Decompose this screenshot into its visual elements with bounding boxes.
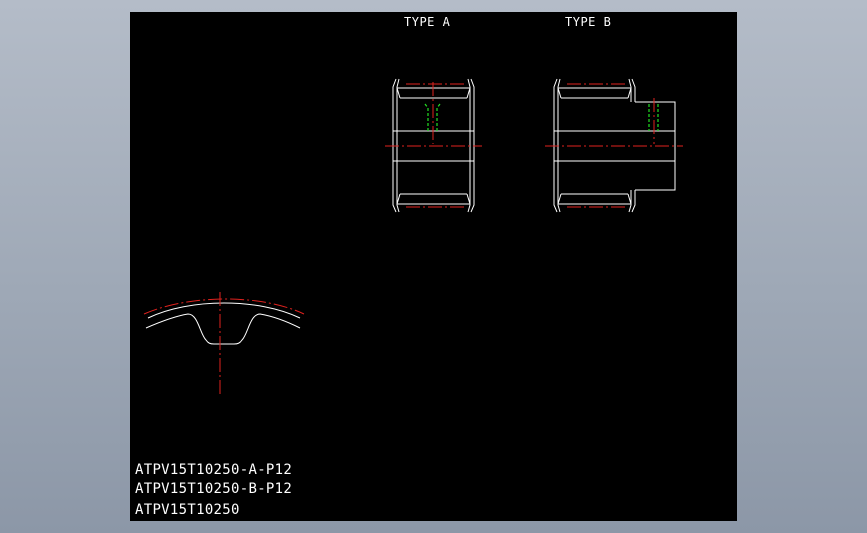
type-b-hub	[635, 101, 676, 191]
cad-drawing-viewport[interactable]: TYPE A TYPE B ATPV15T10250-A-P12 ATPV15T…	[130, 12, 737, 521]
drawing-geometry	[143, 78, 683, 396]
part-number-type-b: ATPV15T10250-B-P12	[135, 481, 293, 497]
type-a-pulley-view	[385, 78, 482, 213]
type-b-pulley-view	[545, 78, 683, 213]
type-b-label: TYPE B	[565, 15, 612, 29]
type-a-label: TYPE A	[404, 15, 451, 29]
type-b-right-flange	[631, 78, 636, 213]
tooth-profile-detail	[143, 292, 305, 396]
tooth-tip-arc	[147, 302, 301, 319]
part-number-base: ATPV15T10250	[135, 502, 240, 518]
tooth-profile-outline	[145, 313, 301, 345]
part-number-type-a: ATPV15T10250-A-P12	[135, 462, 293, 478]
pitch-circle-arc	[143, 298, 305, 315]
